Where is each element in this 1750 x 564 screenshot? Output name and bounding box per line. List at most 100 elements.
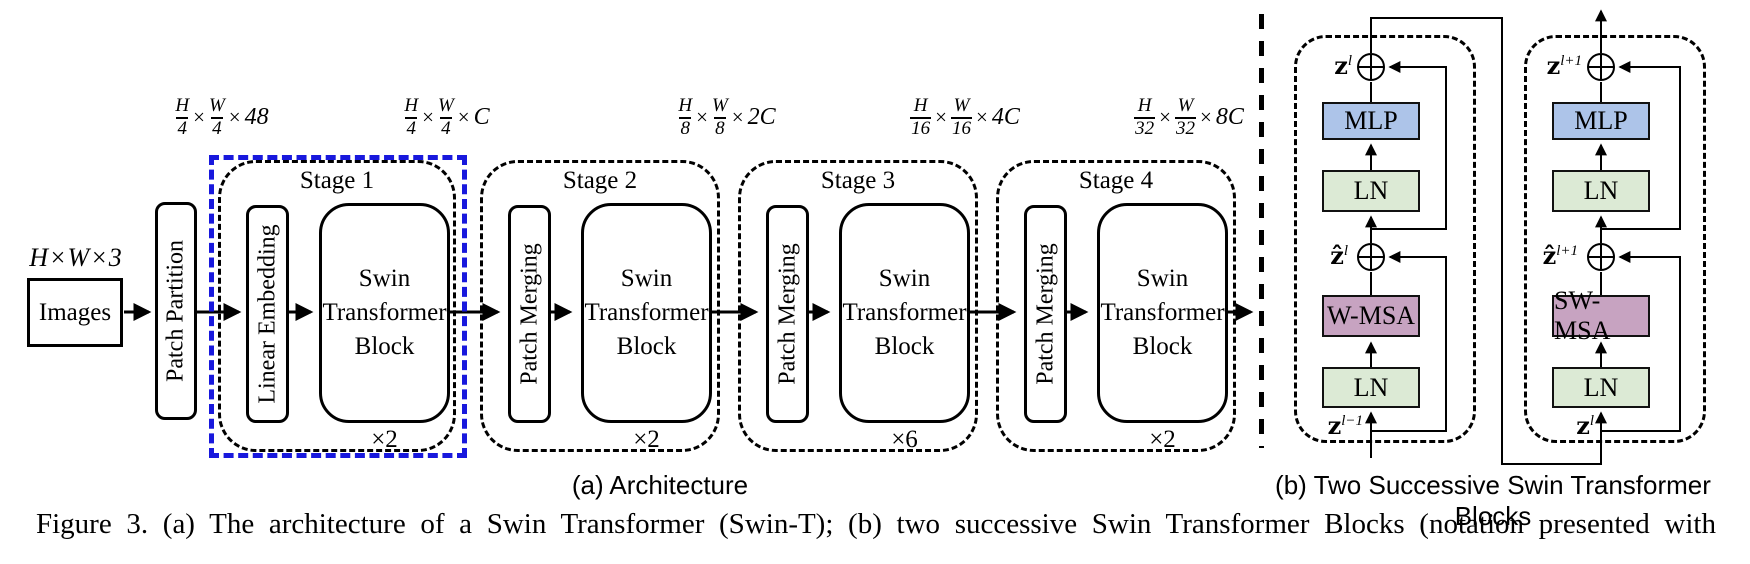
dim-numerator: H <box>175 95 190 116</box>
stage-2: Stage 2 Patch Merging Swin Transformer B… <box>480 160 720 453</box>
swin-block-label: Swin Transformer Block <box>1100 265 1225 360</box>
swin-block-stage4: Swin Transformer Block <box>1097 203 1228 423</box>
times-sign: × <box>422 105 434 130</box>
times-sign: × <box>457 105 470 130</box>
dim-channels: C <box>473 104 490 131</box>
linear-embedding-box: Linear Embedding <box>246 205 289 423</box>
ln-label: LN <box>1583 176 1619 205</box>
images-box: Images <box>27 278 123 347</box>
ln-upper-box-1: LN <box>1322 170 1420 212</box>
images-label: Images <box>38 298 112 326</box>
panel-divider <box>1259 14 1264 448</box>
times-sign: × <box>696 105 708 130</box>
dim-numerator: W <box>953 95 970 116</box>
dim-denominator: 8 <box>679 116 691 139</box>
stage-1-label: Stage 1 <box>299 167 375 194</box>
swmsa-box: SW-MSA <box>1552 286 1650 345</box>
swmsa-label: SW-MSA <box>1554 286 1611 345</box>
stage-1-repeat: ×2 <box>371 426 398 453</box>
patch-merging-label: Patch Merging <box>516 243 542 385</box>
patch-partition-label: Patch Partition <box>162 240 189 382</box>
mlp-box-1: MLP <box>1322 102 1420 140</box>
dim-numerator: H <box>1137 95 1152 116</box>
dim-numerator: W <box>711 95 728 116</box>
stage-4: Stage 4 Patch Merging Swin Transformer B… <box>996 160 1236 453</box>
patch-merging-box-stage2: Patch Merging <box>508 205 551 423</box>
patch-merging-label: Patch Merging <box>1032 243 1058 385</box>
panel-a-caption: (a) Architecture <box>571 470 749 500</box>
patch-partition-box: Patch Partition <box>155 202 197 420</box>
add-node-icon <box>1587 53 1615 81</box>
ln-label: LN <box>1353 176 1389 205</box>
dim-channels: 48 <box>244 104 269 131</box>
patch-merging-label: Patch Merging <box>774 243 800 385</box>
dim-denominator: 4 <box>176 116 188 139</box>
ln-upper-box-2: LN <box>1552 170 1650 212</box>
ln-lower-box-1: LN <box>1322 367 1420 408</box>
times-sign: × <box>731 105 744 130</box>
dim-numerator: W <box>437 95 454 116</box>
swin-block-label: Swin Transformer Block <box>842 265 967 360</box>
times-sign: × <box>1159 105 1171 130</box>
stage1-highlight-rect <box>209 155 467 458</box>
z-l-input-label: zl <box>1576 411 1594 440</box>
add-node-icon <box>1357 243 1385 271</box>
stage-4-label: Stage 4 <box>1078 167 1154 194</box>
swin-block-label: Swin Transformer Block <box>584 265 709 360</box>
stage-3-label: Stage 3 <box>820 167 896 194</box>
times-sign: × <box>935 105 947 130</box>
dim-numerator: H <box>678 95 693 116</box>
times-sign: × <box>975 105 988 130</box>
transformer-block-2-boundary <box>1524 35 1706 443</box>
stage-2-repeat: ×2 <box>633 426 660 453</box>
figure-caption: Figure 3. (a) The architecture of a Swin… <box>36 508 1716 540</box>
patch-merging-box-stage3: Patch Merging <box>766 205 809 423</box>
wmsa-box: W-MSA <box>1322 295 1420 337</box>
dim-channels: 2C <box>747 104 776 131</box>
zhat-l-label: ẑl <box>1330 241 1348 270</box>
dim-denominator: 32 <box>1134 116 1156 139</box>
stage-2-label: Stage 2 <box>562 167 638 194</box>
swin-block-stage2: Swin Transformer Block <box>581 203 712 423</box>
mlp-label: MLP <box>1574 106 1628 135</box>
wmsa-label: W-MSA <box>1326 301 1416 330</box>
swin-block-label: Swin Transformer Block <box>322 265 447 360</box>
dim-denominator: 32 <box>1174 116 1196 139</box>
patch-merging-box-stage4: Patch Merging <box>1024 205 1067 423</box>
linear-embedding-label: Linear Embedding <box>254 224 280 404</box>
dim-numerator: W <box>208 95 225 116</box>
add-node-icon <box>1587 243 1615 271</box>
mlp-box-2: MLP <box>1552 102 1650 140</box>
transformer-block-1-boundary <box>1294 35 1476 443</box>
times-sign: × <box>1199 105 1212 130</box>
swin-block-stage1: Swin Transformer Block <box>319 203 450 423</box>
ln-label: LN <box>1583 372 1619 402</box>
dim-denominator: 4 <box>211 116 223 139</box>
stage-3: Stage 3 Patch Merging Swin Transformer B… <box>738 160 978 453</box>
mlp-label: MLP <box>1344 106 1398 135</box>
dim-numerator: W <box>1177 95 1194 116</box>
zhat-l-plus-1-label: ẑl+1 <box>1542 241 1578 270</box>
times-sign: × <box>193 105 205 130</box>
dim-channels: 4C <box>991 104 1020 131</box>
z-l-label: zl <box>1334 51 1352 80</box>
stage-1: Stage 1 Linear Embedding Swin Transforme… <box>218 160 456 453</box>
times-sign: × <box>228 105 241 130</box>
dim-numerator: H <box>404 95 419 116</box>
input-dim-label: H×W×3 <box>29 243 123 272</box>
dim-denominator: 4 <box>440 116 452 139</box>
dim-denominator: 4 <box>405 116 417 139</box>
stage-3-repeat: ×6 <box>891 426 918 453</box>
ln-label: LN <box>1353 372 1389 402</box>
swin-block-stage3: Swin Transformer Block <box>839 203 970 423</box>
add-node-icon <box>1357 53 1385 81</box>
stage-4-repeat: ×2 <box>1149 426 1176 453</box>
dim-denominator: 8 <box>714 116 726 139</box>
z-l-minus-1-label: zl−1 <box>1327 411 1363 440</box>
